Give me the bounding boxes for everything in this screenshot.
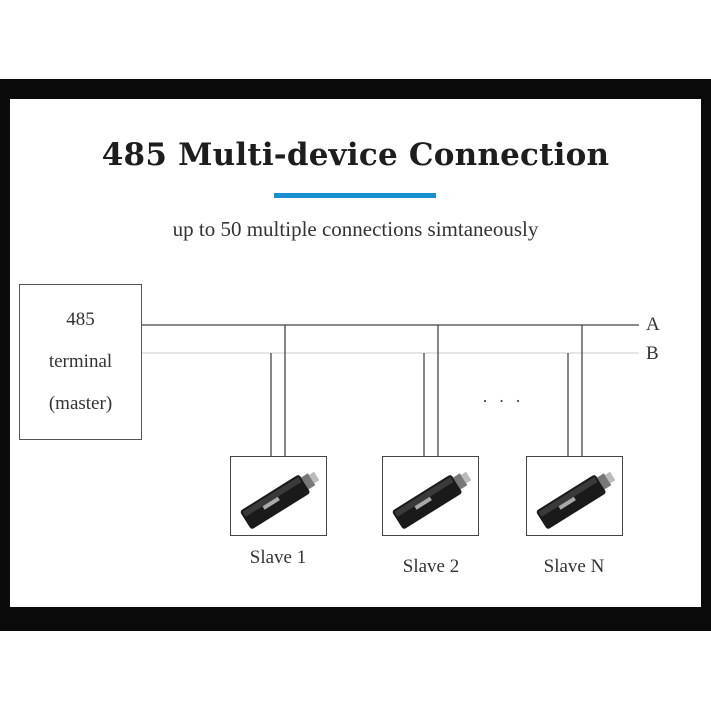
bus-label-b: B	[646, 343, 659, 364]
slave-1-device	[230, 456, 327, 536]
diagram-panel: 485 Multi-device Connection up to 50 mul…	[10, 99, 701, 607]
master-line-2: terminal	[48, 351, 113, 372]
image-frame: 485 Multi-device Connection up to 50 mul…	[0, 79, 711, 631]
master-line-1: 485	[66, 309, 95, 330]
slave-1-label: Slave 1	[249, 547, 307, 568]
rs485-converter-icon	[392, 471, 472, 529]
slave-n-label: Slave N	[543, 556, 605, 577]
rs485-converter-icon	[536, 471, 616, 529]
rs485-converter-icon	[240, 471, 320, 529]
slave-2-label: Slave 2	[402, 556, 460, 577]
more-devices-ellipsis: · · ·	[482, 391, 524, 411]
bus-label-a: A	[646, 314, 660, 335]
page-title: 485 Multi-device Connection	[101, 137, 610, 173]
slave-2-device	[382, 456, 479, 536]
master-line-3: (master)	[48, 393, 113, 414]
title-underline	[274, 193, 436, 198]
bus-wiring	[142, 324, 639, 456]
master-terminal-box: 485 terminal (master)	[19, 284, 142, 440]
page-subtitle: up to 50 multiple connections simtaneous…	[172, 217, 539, 241]
slave-n-device	[526, 456, 623, 536]
